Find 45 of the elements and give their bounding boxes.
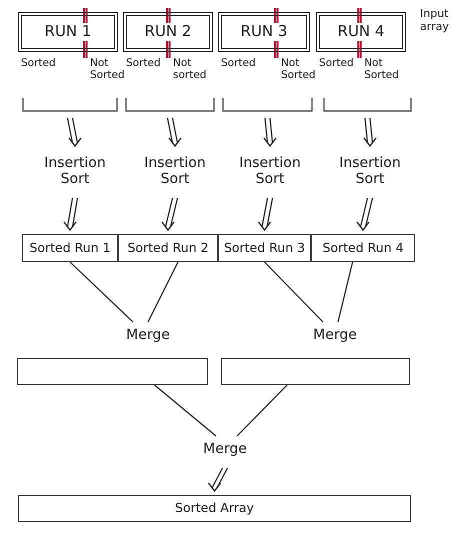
cell-label: Sorted Run 1 <box>29 240 111 256</box>
array-box <box>221 358 410 385</box>
double-arrow <box>356 197 374 231</box>
double-arrow <box>166 117 182 147</box>
status-label: Sorted <box>319 57 354 70</box>
run-box <box>18 12 118 52</box>
connector-line <box>236 384 288 436</box>
connector-line <box>70 262 134 322</box>
step-label: Merge <box>126 326 170 344</box>
run-label: RUN 4 <box>336 23 386 41</box>
run-label: RUN 1 <box>42 23 94 41</box>
run-box <box>316 12 406 52</box>
double-arrow <box>258 197 274 231</box>
step-label: Insertion Sort <box>338 154 402 188</box>
array-box <box>17 358 208 385</box>
array-cell <box>311 234 415 262</box>
array-cell <box>218 234 311 262</box>
cell-label: Sorted Run 4 <box>322 240 404 256</box>
run-label: RUN 3 <box>238 23 290 41</box>
double-arrow <box>363 117 377 147</box>
array-cell <box>22 234 118 262</box>
cell-label: Sorted Run 2 <box>127 240 209 256</box>
step-label: Merge <box>313 326 357 344</box>
run-box <box>123 12 213 52</box>
connector-line <box>154 384 216 436</box>
double-arrow <box>263 117 277 147</box>
step-label: Merge <box>203 440 247 458</box>
array-cell <box>18 495 411 522</box>
connector-line <box>147 262 179 322</box>
double-arrow <box>66 117 82 147</box>
double-arrow <box>208 467 228 492</box>
step-label: Insertion Sort <box>143 154 207 188</box>
connector-line <box>264 262 324 322</box>
step-label: Insertion Sort <box>43 154 107 188</box>
double-arrow <box>63 197 78 231</box>
connector-line <box>337 262 354 322</box>
step-label: Insertion Sort <box>238 154 302 188</box>
status-label: Sorted <box>126 57 161 70</box>
status-label: Sorted <box>221 57 256 70</box>
array-cell <box>118 234 218 262</box>
cell-label: Sorted Array <box>175 501 254 516</box>
run-box <box>218 12 310 52</box>
cell-label: Sorted Run 3 <box>224 240 306 256</box>
double-arrow <box>161 197 178 231</box>
status-label: Sorted <box>21 57 56 70</box>
